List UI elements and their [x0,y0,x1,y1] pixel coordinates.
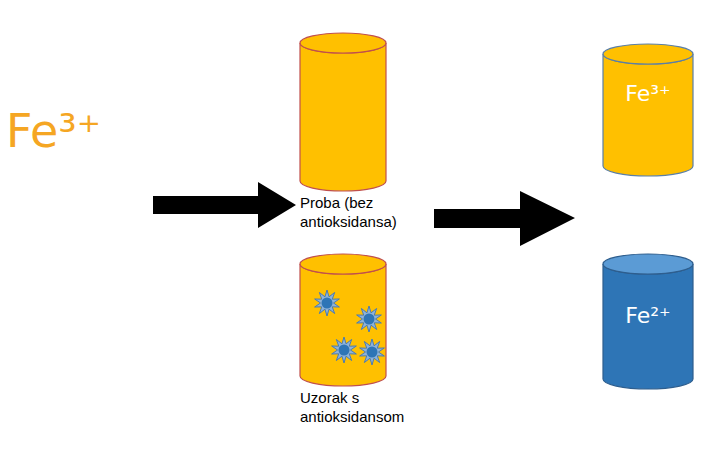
cylinder-outline [300,33,386,191]
antioxidant-star [357,306,382,332]
result-cylinder: Fe²⁺ [603,254,693,389]
sample-cylinder: Proba (bez antioksidansa) [300,33,440,232]
cylinder-body [300,264,386,386]
cylinder-body [603,54,693,176]
cylinder-top [603,44,693,64]
cylinder-top [603,254,693,274]
antioxidant-star-core [367,347,378,358]
ion-label: Fe³⁺ [6,104,101,158]
cylinder-top [300,33,386,53]
cylinder-top [300,254,386,274]
sample-cylinder: Uzorak s antioksidansom [300,254,440,427]
block-arrow [434,191,575,246]
antioxidant-star-core [364,314,375,325]
cylinder-body [300,43,386,191]
antioxidant-star [360,339,385,365]
sample-label: Uzorak s antioksidansom [300,389,440,427]
sample-label: Proba (bez antioksidansa) [300,194,440,232]
cylinder-outline [603,44,693,176]
result-cylinder: Fe³⁺ [603,44,693,176]
cylinder-outline [300,254,386,386]
block-arrow [153,182,296,228]
ion-label: Fe²⁺ [603,302,693,330]
ion-label: Fe³⁺ [603,80,693,108]
antioxidant-star-core [339,345,350,356]
antioxidant-star [332,337,357,363]
antioxidant-star [315,290,340,316]
antioxidant-star-core [322,298,333,309]
cylinder-body [603,264,693,389]
